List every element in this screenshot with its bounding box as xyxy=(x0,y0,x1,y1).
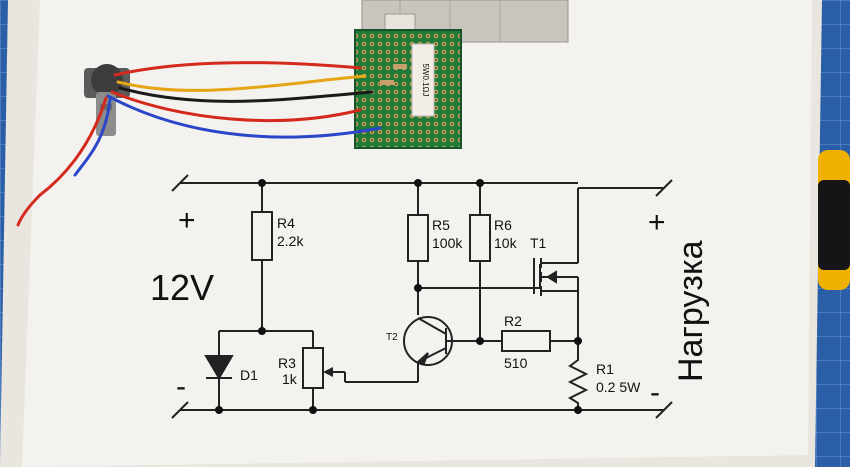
t2-label: T2 xyxy=(386,332,398,343)
r3-name: R3 xyxy=(278,355,296,371)
resistor-r1 xyxy=(567,350,589,410)
terminal-left-top xyxy=(171,174,189,192)
r6-value: 10k xyxy=(494,235,518,251)
junctions xyxy=(215,179,582,414)
diode-d1 xyxy=(204,355,234,380)
t1-label: T1 xyxy=(530,235,547,251)
terminal-left-bottom xyxy=(171,401,189,419)
r3-value: 1k xyxy=(282,371,298,387)
r4-name: R4 xyxy=(277,215,295,231)
supply-voltage-label: 12V xyxy=(150,267,214,308)
schematic xyxy=(171,174,673,419)
screwdriver xyxy=(818,150,850,290)
r2-value: 510 xyxy=(504,355,528,371)
r1-name: R1 xyxy=(596,361,614,377)
power-resistor: 5W0.1ΩJ xyxy=(411,43,435,117)
load-label: Нагрузка xyxy=(672,240,710,382)
r4-value: 2.2k xyxy=(277,233,304,249)
r5-value: 100k xyxy=(432,235,463,251)
wires xyxy=(16,61,382,227)
terminal-right-bottom xyxy=(655,401,673,419)
minus-right-label: - xyxy=(650,376,660,409)
r2-name: R2 xyxy=(504,313,522,329)
perfboard: 5W0.1ΩJ xyxy=(354,29,462,149)
resistor-marking: 5W0.1ΩJ xyxy=(421,63,430,96)
plus-right-label: + xyxy=(648,206,666,239)
terminal-right-top xyxy=(655,179,673,197)
plus-left-label: + xyxy=(178,204,196,237)
d1-label: D1 xyxy=(240,367,258,383)
minus-left-label: - xyxy=(176,370,186,403)
r6-name: R6 xyxy=(494,217,512,233)
r5-name: R5 xyxy=(432,217,450,233)
r1-value: 0.2 5W xyxy=(596,379,641,395)
